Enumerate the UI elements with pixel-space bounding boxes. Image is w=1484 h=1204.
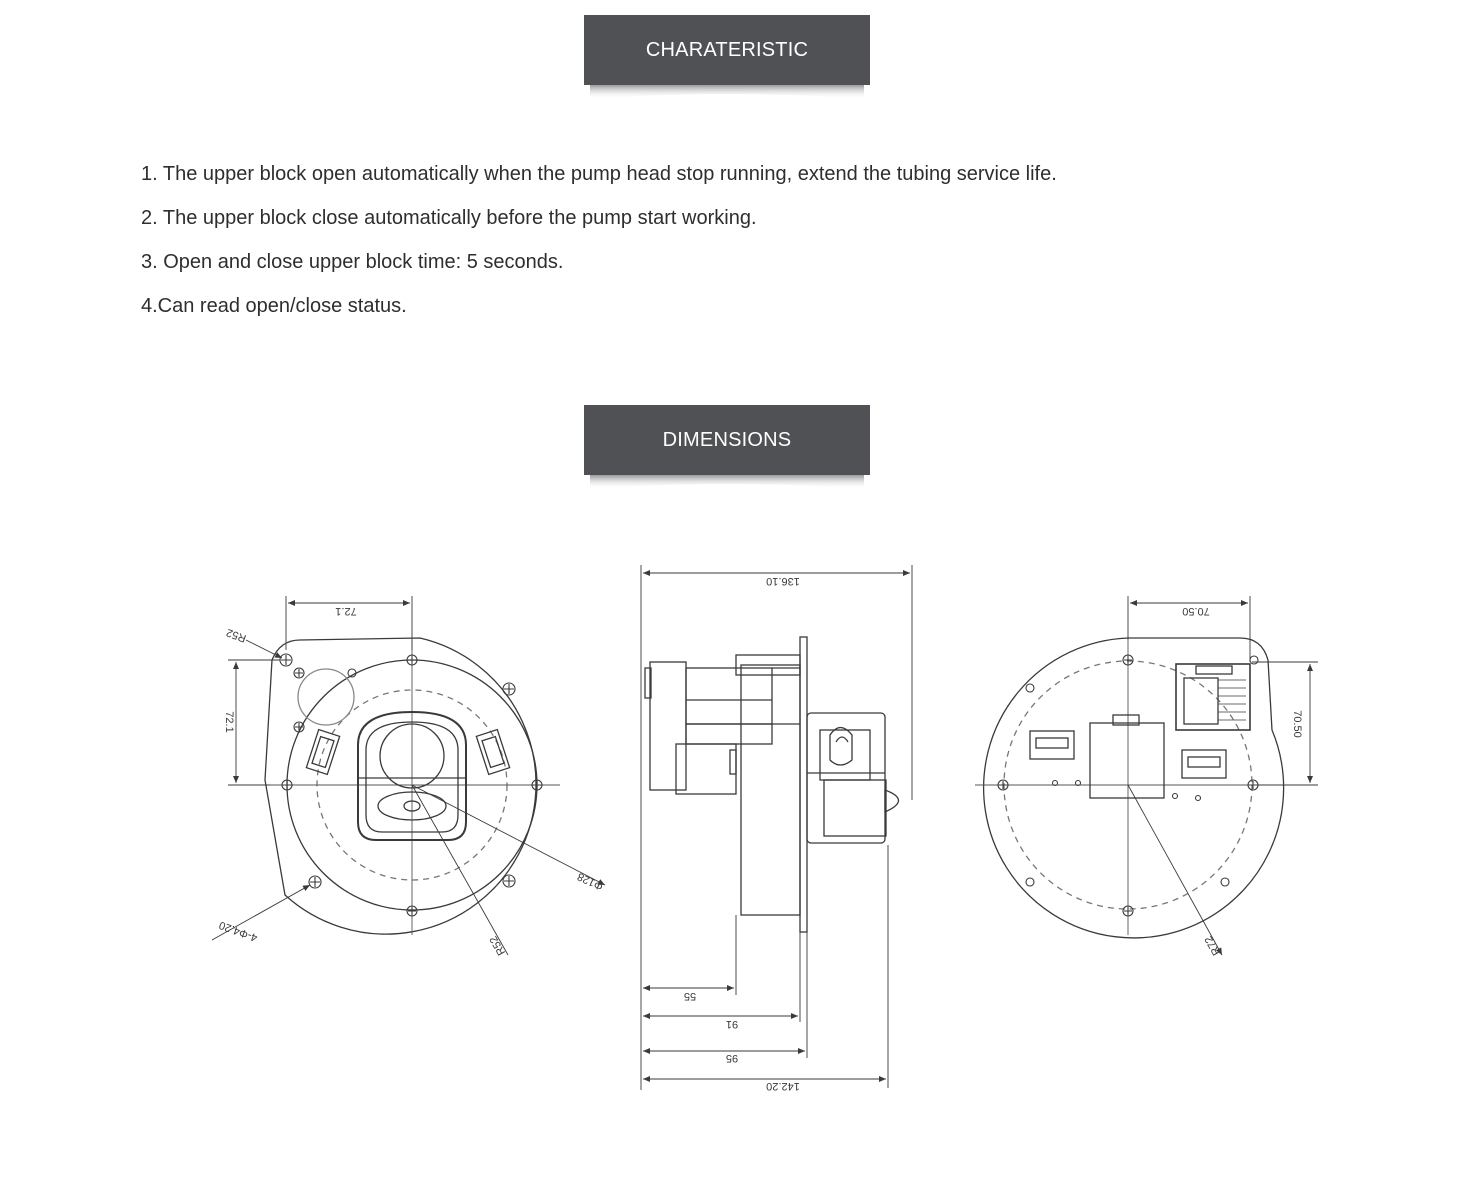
back-view-drawing bbox=[975, 596, 1318, 956]
dim-side-top-length: 136.10 bbox=[766, 575, 800, 587]
dim-back-top-width: 70.50 bbox=[1182, 605, 1210, 617]
dim-front-top-width: 72.1 bbox=[335, 605, 356, 617]
dim-back-right-height: 70.50 bbox=[1291, 710, 1303, 738]
dimensions-section-title: DIMENSIONS bbox=[584, 405, 870, 475]
dim-back-radius: R72 bbox=[1203, 934, 1223, 957]
front-view-drawing bbox=[211, 596, 606, 956]
dim-side-55: 55 bbox=[684, 990, 696, 1002]
side-view-drawing bbox=[640, 565, 913, 1090]
dimensions-title-shadow bbox=[590, 475, 864, 489]
list-item: 3. Open and close upper block time: 5 se… bbox=[141, 251, 564, 273]
characteristic-title-shadow bbox=[590, 85, 864, 99]
dim-front-diameter: Φ128 bbox=[576, 870, 606, 892]
dim-front-radius: R52 bbox=[488, 934, 508, 957]
back-view-labels: 70.50 70.50 R72 bbox=[1182, 605, 1303, 957]
dimensions-title-text: DIMENSIONS bbox=[662, 428, 792, 451]
dim-front-hole-callout: 4-Φ4.20 bbox=[218, 919, 260, 944]
dim-side-bottom-length: 142.20 bbox=[766, 1080, 800, 1092]
list-item: 1. The upper block open automatically wh… bbox=[141, 163, 1057, 185]
dim-side-91: 91 bbox=[726, 1018, 738, 1030]
list-item: 2. The upper block close automatically b… bbox=[141, 207, 757, 229]
characteristic-section-title: CHARATERISTIC bbox=[584, 15, 870, 85]
side-view-labels: 136.10 55 91 95 142.20 bbox=[684, 575, 800, 1092]
characteristics-list: 1. The upper block open automatically wh… bbox=[141, 152, 1057, 328]
dim-front-corner-radius: R52 bbox=[225, 626, 248, 644]
dim-side-95: 95 bbox=[726, 1052, 738, 1064]
dim-front-left-height: 72.1 bbox=[223, 711, 235, 732]
characteristic-title-text: CHARATERISTIC bbox=[645, 38, 809, 61]
list-item: 4.Can read open/close status. bbox=[141, 295, 407, 317]
